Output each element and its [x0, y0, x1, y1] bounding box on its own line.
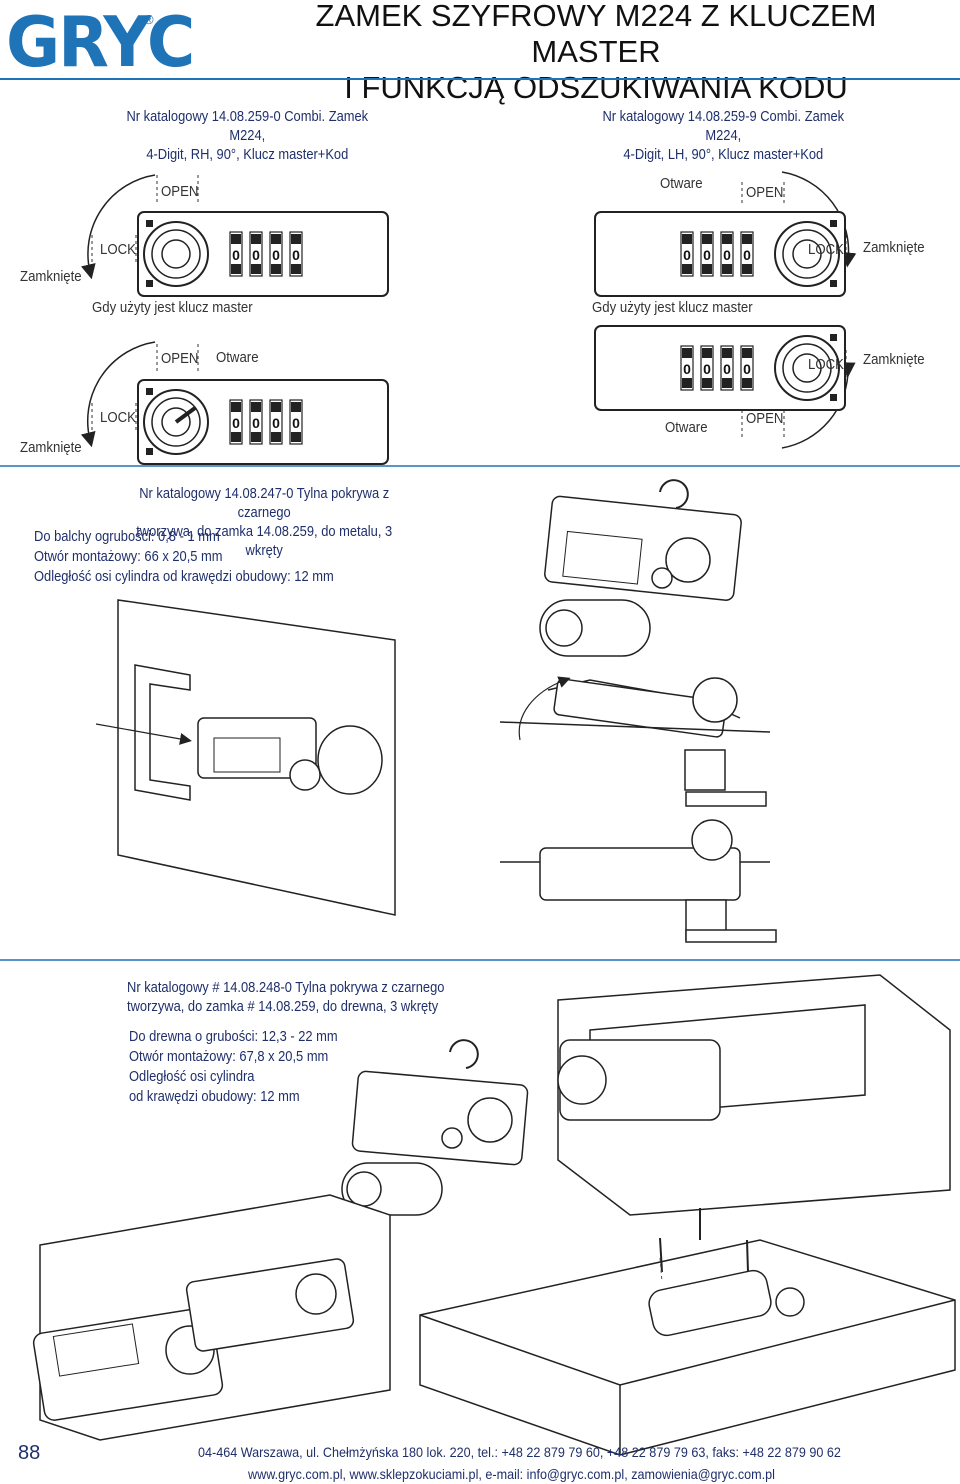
label-open-r1l: OPEN	[161, 183, 199, 200]
product-rh-caption: Nr katalogowy 14.08.259-0 Combi. Zamek M…	[114, 107, 381, 164]
page-title: ZAMEK SZYFROWY M224 Z KLUCZEM MASTER I F…	[256, 0, 936, 106]
cover-wood-caption: Nr katalogowy # 14.08.248-0 Tylna pokryw…	[127, 978, 445, 1016]
label-opened-r2r: Otware	[665, 419, 708, 436]
label-closed-r1r: Zamknięte	[863, 239, 925, 256]
label-lock-r2r: LOCK	[808, 356, 844, 373]
dial-digit: 0	[232, 247, 240, 263]
label-master-r1r: Gdy użyty jest klucz master	[592, 299, 753, 316]
dial-digit: 0	[232, 415, 240, 431]
label-closed-r2r: Zamknięte	[863, 351, 925, 368]
cover-wood-spec-2: Otwór montażowy: 67,8 x 20,5 mm	[129, 1048, 329, 1065]
cover-metal-spec-3: Odległość osi cylindra od krawędzi obudo…	[34, 568, 334, 585]
cover-metal-specs: Do balchy ogrubości: 0,8 - 1 mm Otwór mo…	[34, 527, 334, 587]
dial-digit: 0	[723, 247, 731, 263]
label-opened-r2l: Otware	[216, 349, 259, 366]
label-lock-r2l: LOCK	[100, 409, 136, 426]
dial-digit: 0	[272, 415, 280, 431]
product-rh-line1: Nr katalogowy 14.08.259-0 Combi. Zamek M…	[126, 108, 369, 144]
dial-digit: 0	[743, 361, 751, 377]
cover-wood-line2: tworzywa, do zamka # 14.08.259, do drewn…	[127, 998, 439, 1015]
cover-metal-line2: tworzywa, do zamka 14.08.259, do metalu,…	[136, 523, 393, 559]
product-lh-line1: Nr katalogowy 14.08.259-9 Combi. Zamek M…	[602, 108, 845, 144]
dial-digit: 0	[743, 247, 751, 263]
cover-wood-spec-4: od krawędzi obudowy: 12 mm	[129, 1088, 300, 1105]
product-lh-caption: Nr katalogowy 14.08.259-9 Combi. Zamek M…	[590, 107, 857, 164]
footer-address: 04-464 Warszawa, ul. Chełmżyńska 180 lok…	[198, 1444, 841, 1460]
cover-metal-line1: Nr katalogowy 14.08.247-0 Tylna pokrywa …	[139, 485, 390, 521]
product-rh-line2: 4-Digit, RH, 90°, Klucz master+Kod	[146, 146, 349, 163]
label-master-r1l: Gdy użyty jest klucz master	[92, 299, 253, 316]
label-closed-r2l: Zamknięte	[20, 439, 82, 456]
label-open-r2l: OPEN	[161, 350, 199, 367]
label-lock-r1l: LOCK	[100, 241, 136, 258]
title-line-1: ZAMEK SZYFROWY M224 Z KLUCZEM MASTER	[315, 0, 877, 69]
cover-wood-line1: Nr katalogowy # 14.08.248-0 Tylna pokryw…	[127, 979, 445, 996]
cover-metal-caption: Nr katalogowy 14.08.247-0 Tylna pokrywa …	[118, 484, 410, 560]
label-open-r1r: OPEN	[746, 184, 784, 201]
dial-digit: 0	[252, 247, 260, 263]
header-divider	[0, 78, 960, 80]
cover-wood-specs: Do drewna o grubości: 12,3 - 22 mm Otwór…	[129, 1027, 338, 1107]
title-line-2: I FUNKCJĄ ODSZUKIWANIA KODU	[344, 70, 848, 105]
cover-wood-spec-3: Odległość osi cylindra	[129, 1068, 255, 1085]
dial-digit: 0	[683, 361, 691, 377]
dial-digit: 0	[272, 247, 280, 263]
cover-wood-spec-1: Do drewna o grubości: 12,3 - 22 mm	[129, 1028, 338, 1045]
dial-digit: 0	[703, 247, 711, 263]
cover-metal-spec-2: Otwór montażowy: 66 x 20,5 mm	[34, 548, 223, 565]
product-lh-line2: 4-Digit, LH, 90°, Klucz master+Kod	[623, 146, 824, 163]
dial-digit: 0	[723, 361, 731, 377]
dial-digit: 0	[292, 247, 300, 263]
cover-metal-spec-1: Do balchy ogrubości: 0,8 - 1 mm	[34, 528, 220, 545]
dial-digit: 0	[292, 415, 300, 431]
label-lock-r1r: LOCK	[808, 241, 844, 258]
dial-digit: 0	[703, 361, 711, 377]
registered-mark: ®	[144, 12, 154, 27]
dial-digit: 0	[683, 247, 691, 263]
label-closed-r1l: Zamknięte	[20, 268, 82, 285]
footer-web: www.gryc.com.pl, www.sklepzokuciami.pl, …	[248, 1466, 775, 1482]
page-number: 88	[18, 1442, 41, 1464]
label-opened-r1r: Otware	[660, 175, 703, 192]
gryc-logo: GRYC	[6, 2, 195, 83]
label-open-r2r: OPEN	[746, 410, 784, 427]
dial-digit: 0	[252, 415, 260, 431]
